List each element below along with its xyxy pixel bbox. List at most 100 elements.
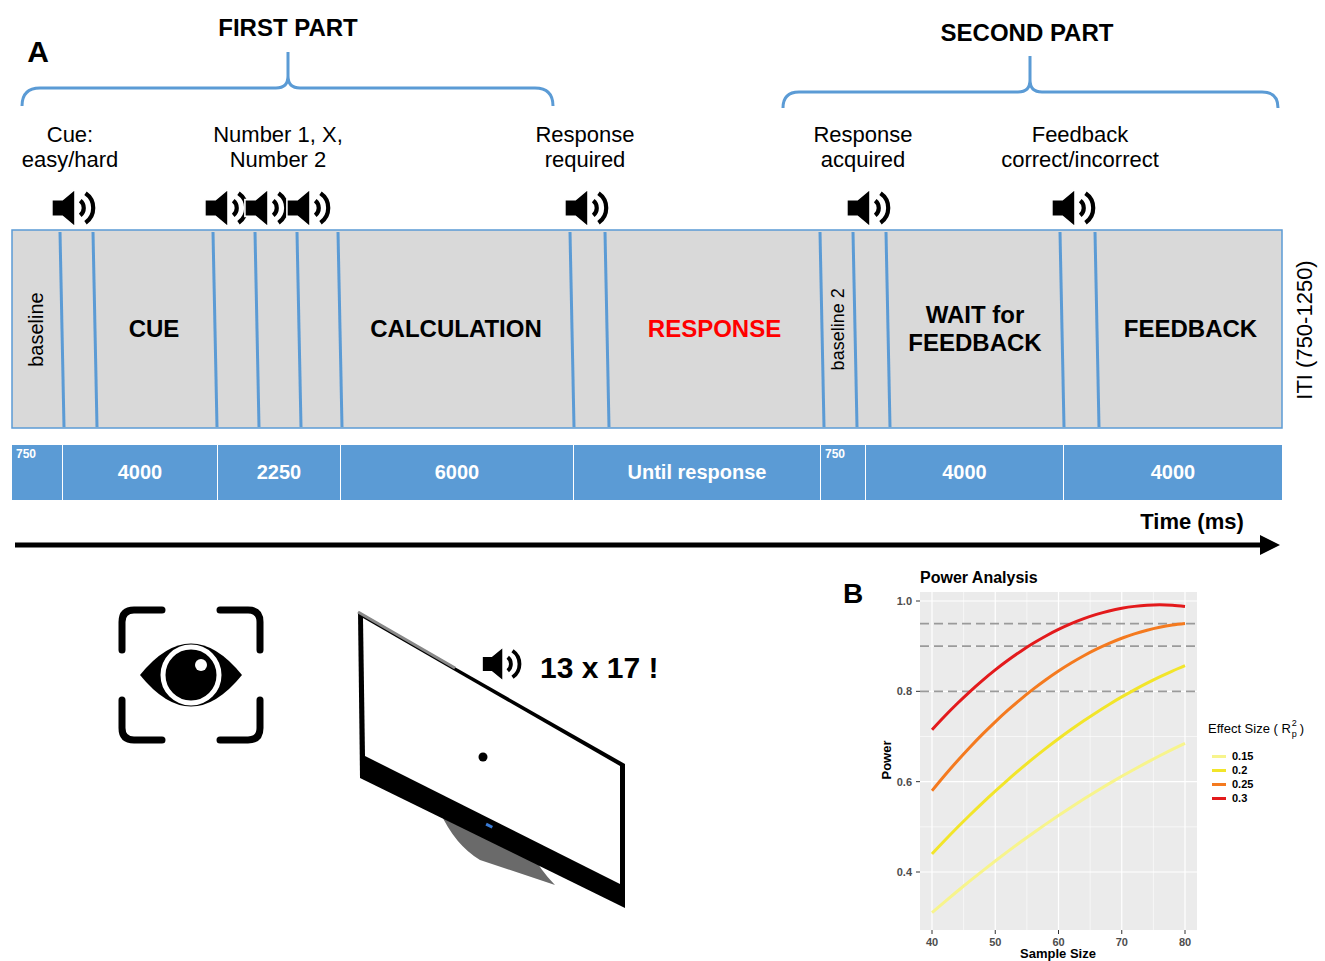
duration-bar: 750 — [820, 445, 865, 500]
event-marker — [820, 232, 824, 427]
speaker-icon — [245, 189, 268, 227]
speaker-icon — [1052, 189, 1093, 227]
duration-value: 6000 — [435, 461, 480, 484]
legend-entry: 0.2 — [1212, 764, 1247, 777]
monitor-top-edge — [358, 612, 455, 668]
duration-value: 750 — [825, 448, 845, 462]
axis-title: Sample Size — [1020, 947, 1096, 961]
threshold-line — [920, 645, 1197, 647]
duration-bar: 2250 — [217, 445, 340, 500]
event-marker — [60, 232, 64, 427]
grid-line — [931, 592, 932, 930]
event-marker — [605, 232, 609, 427]
phase-name: CUE — [129, 315, 180, 343]
tick-label: 80 — [1179, 936, 1191, 949]
phase-name: WAIT for FEEDBACK — [896, 301, 1054, 356]
duration-value: 4000 — [1151, 461, 1196, 484]
grid-line — [1153, 592, 1154, 930]
event-label: Cue: easy/hard — [5, 122, 135, 173]
iti-label: ITI (750-1250) — [1292, 260, 1317, 399]
tick-mark — [916, 601, 920, 602]
timeline-band — [12, 230, 1282, 428]
speaker-icon — [875, 201, 879, 216]
panel-letter: A — [27, 35, 49, 70]
plot-panel — [920, 592, 1197, 930]
time-axis — [15, 543, 1262, 548]
grid-line — [1058, 592, 1059, 930]
speaker-icon — [52, 189, 75, 227]
part-bracket — [783, 56, 1278, 108]
tick-mark — [916, 872, 920, 873]
speaker-icon — [1080, 201, 1084, 216]
legend-title: ) — [1300, 722, 1304, 737]
grid-line — [1090, 592, 1091, 930]
legend-title: 2 — [1292, 718, 1297, 728]
tick-mark — [916, 781, 920, 782]
tick-label: 1.0 — [897, 595, 912, 608]
event-label: Number 1, X, Number 2 — [193, 122, 363, 173]
event-marker — [570, 232, 574, 427]
event-marker — [1060, 232, 1064, 427]
legend-entry: 0.3 — [1212, 792, 1247, 805]
duration-bar: Until response — [573, 445, 820, 500]
speaker-icon — [80, 201, 84, 216]
grid-line — [963, 592, 964, 930]
speaker-icon — [847, 189, 888, 227]
event-marker — [255, 232, 259, 427]
phase-name: baseline 2 — [828, 288, 849, 370]
duration-value: Until response — [628, 461, 767, 484]
part-heading: SECOND PART — [941, 19, 1114, 47]
tick-mark — [1121, 930, 1122, 934]
legend-entry: 0.25 — [1212, 778, 1253, 791]
duration-bar: 4000 — [865, 445, 1063, 500]
tick-label: 0.6 — [897, 775, 912, 788]
grid-line — [1184, 592, 1185, 930]
speaker-icon — [205, 189, 246, 227]
event-marker — [1095, 232, 1099, 427]
duration-value: 750 — [16, 448, 36, 462]
tick-label: 0.8 — [897, 685, 912, 698]
speaker-icon — [205, 189, 228, 227]
speaker-icon — [279, 193, 287, 222]
speaker-icon — [287, 189, 328, 227]
eye-tracker-icon — [122, 610, 162, 650]
speaker-icon — [847, 189, 870, 227]
duration-bar: 4000 — [62, 445, 217, 500]
tick-mark — [995, 930, 996, 934]
speaker-icon — [565, 189, 606, 227]
speaker-icon — [321, 193, 329, 222]
duration-bar: 4000 — [1063, 445, 1282, 500]
phase-name: RESPONSE — [648, 315, 781, 343]
power-curve — [932, 624, 1185, 791]
legend-text: 0.3 — [1232, 792, 1247, 805]
phase-segment: RESPONSE — [611, 232, 818, 426]
legend-swatch — [1212, 797, 1226, 800]
legend-text: 0.15 — [1232, 750, 1253, 763]
speaker-icon — [508, 657, 511, 670]
phase-segment: baseline — [14, 232, 58, 426]
speaker-icon — [513, 651, 520, 678]
axis-title: Power — [880, 740, 895, 779]
tick-mark — [916, 691, 920, 692]
stimulus-text: 13 x 17 ! — [540, 651, 658, 686]
power-curve — [932, 743, 1185, 912]
speaker-icon — [273, 201, 277, 216]
speaker-icon — [1052, 189, 1075, 227]
speaker-icon — [245, 189, 286, 227]
grid-line — [995, 592, 996, 930]
phase-name: baseline — [25, 292, 48, 367]
tick-mark — [1185, 930, 1186, 934]
event-markers — [60, 232, 1099, 427]
eye-shape — [140, 644, 242, 707]
speaker-icon — [233, 201, 237, 216]
speaker-icon — [593, 201, 597, 216]
eye-tracker-icon — [122, 700, 162, 740]
threshold-line — [920, 691, 1197, 693]
eye-highlight — [195, 659, 207, 671]
phase-segment: baseline 2 — [824, 232, 853, 426]
event-label: Response acquired — [793, 122, 933, 173]
phase-segment: CALCULATION — [344, 232, 568, 426]
speaker-icon — [482, 647, 519, 681]
tick-label: 50 — [989, 936, 1001, 949]
